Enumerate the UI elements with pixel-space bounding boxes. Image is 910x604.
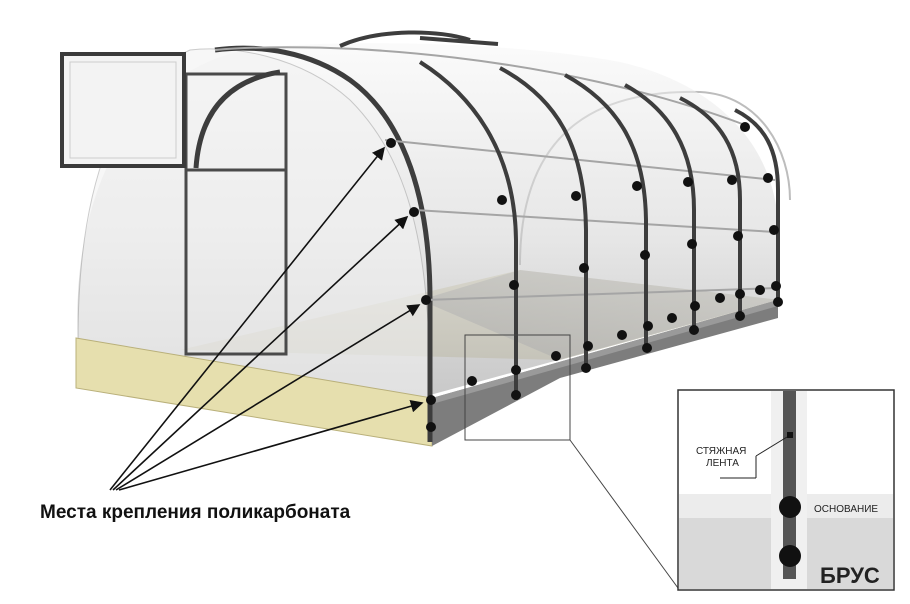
front-door-frame: [184, 72, 288, 356]
fastening-point: [735, 311, 745, 321]
fastening-point: [727, 175, 737, 185]
pointer-arrows: [109, 146, 424, 491]
fastening-points: [386, 122, 783, 432]
fastening-point: [643, 321, 653, 331]
fastening-point-large: [779, 545, 801, 567]
beam-label: БРУС: [820, 563, 880, 588]
purlins: [214, 46, 779, 301]
fastening-point: [551, 351, 561, 361]
fastening-point-large: [779, 496, 801, 518]
side-arches: [418, 60, 780, 400]
strap-marker: [787, 432, 793, 438]
fastening-point: [690, 301, 700, 311]
pointer-arrow: [112, 215, 409, 491]
fastening-point: [733, 231, 743, 241]
fastening-point: [579, 263, 589, 273]
fastening-point: [689, 325, 699, 335]
fastening-point: [571, 191, 581, 201]
fastening-point: [755, 285, 765, 295]
roof-vent: [339, 30, 499, 48]
fastening-point: [773, 297, 783, 307]
fastening-point: [740, 122, 750, 132]
pointer-arrow: [118, 399, 424, 491]
pointer-arrow: [109, 146, 386, 491]
fastening-point: [421, 295, 431, 305]
front-vent-window: [60, 52, 186, 168]
fastening-point: [511, 365, 521, 375]
fastening-point: [426, 422, 436, 432]
caption: Места крепления поликарбоната: [40, 502, 351, 523]
fastening-point: [735, 289, 745, 299]
fastening-point: [632, 181, 642, 191]
fastening-point: [769, 225, 779, 235]
fastening-point: [617, 330, 627, 340]
strap-label-line2: ЛЕНТА: [706, 458, 739, 469]
strap-label-line1: СТЯЖНАЯ: [696, 446, 746, 457]
detail-inset: СТЯЖНАЯ ЛЕНТА ОСНОВАНИЕ БРУС: [677, 389, 895, 591]
pointer-arrow: [115, 304, 421, 491]
fastening-point: [467, 376, 477, 386]
fastening-point: [581, 363, 591, 373]
fastening-point: [771, 281, 781, 291]
fastening-point: [511, 390, 521, 400]
fastening-point: [386, 138, 396, 148]
fastening-point: [583, 341, 593, 351]
fastening-point: [763, 173, 773, 183]
front-arch: [193, 45, 433, 442]
fastening-point: [715, 293, 725, 303]
fastening-point: [409, 207, 419, 217]
fastening-point: [667, 313, 677, 323]
fastening-point: [683, 177, 693, 187]
fastening-point: [640, 250, 650, 260]
base-label: ОСНОВАНИЕ: [814, 504, 878, 515]
fastening-point: [687, 239, 697, 249]
zoom-region: [464, 334, 679, 589]
fastening-point: [509, 280, 519, 290]
fastening-point: [642, 343, 652, 353]
fastening-point: [426, 395, 436, 405]
fastening-point: [497, 195, 507, 205]
